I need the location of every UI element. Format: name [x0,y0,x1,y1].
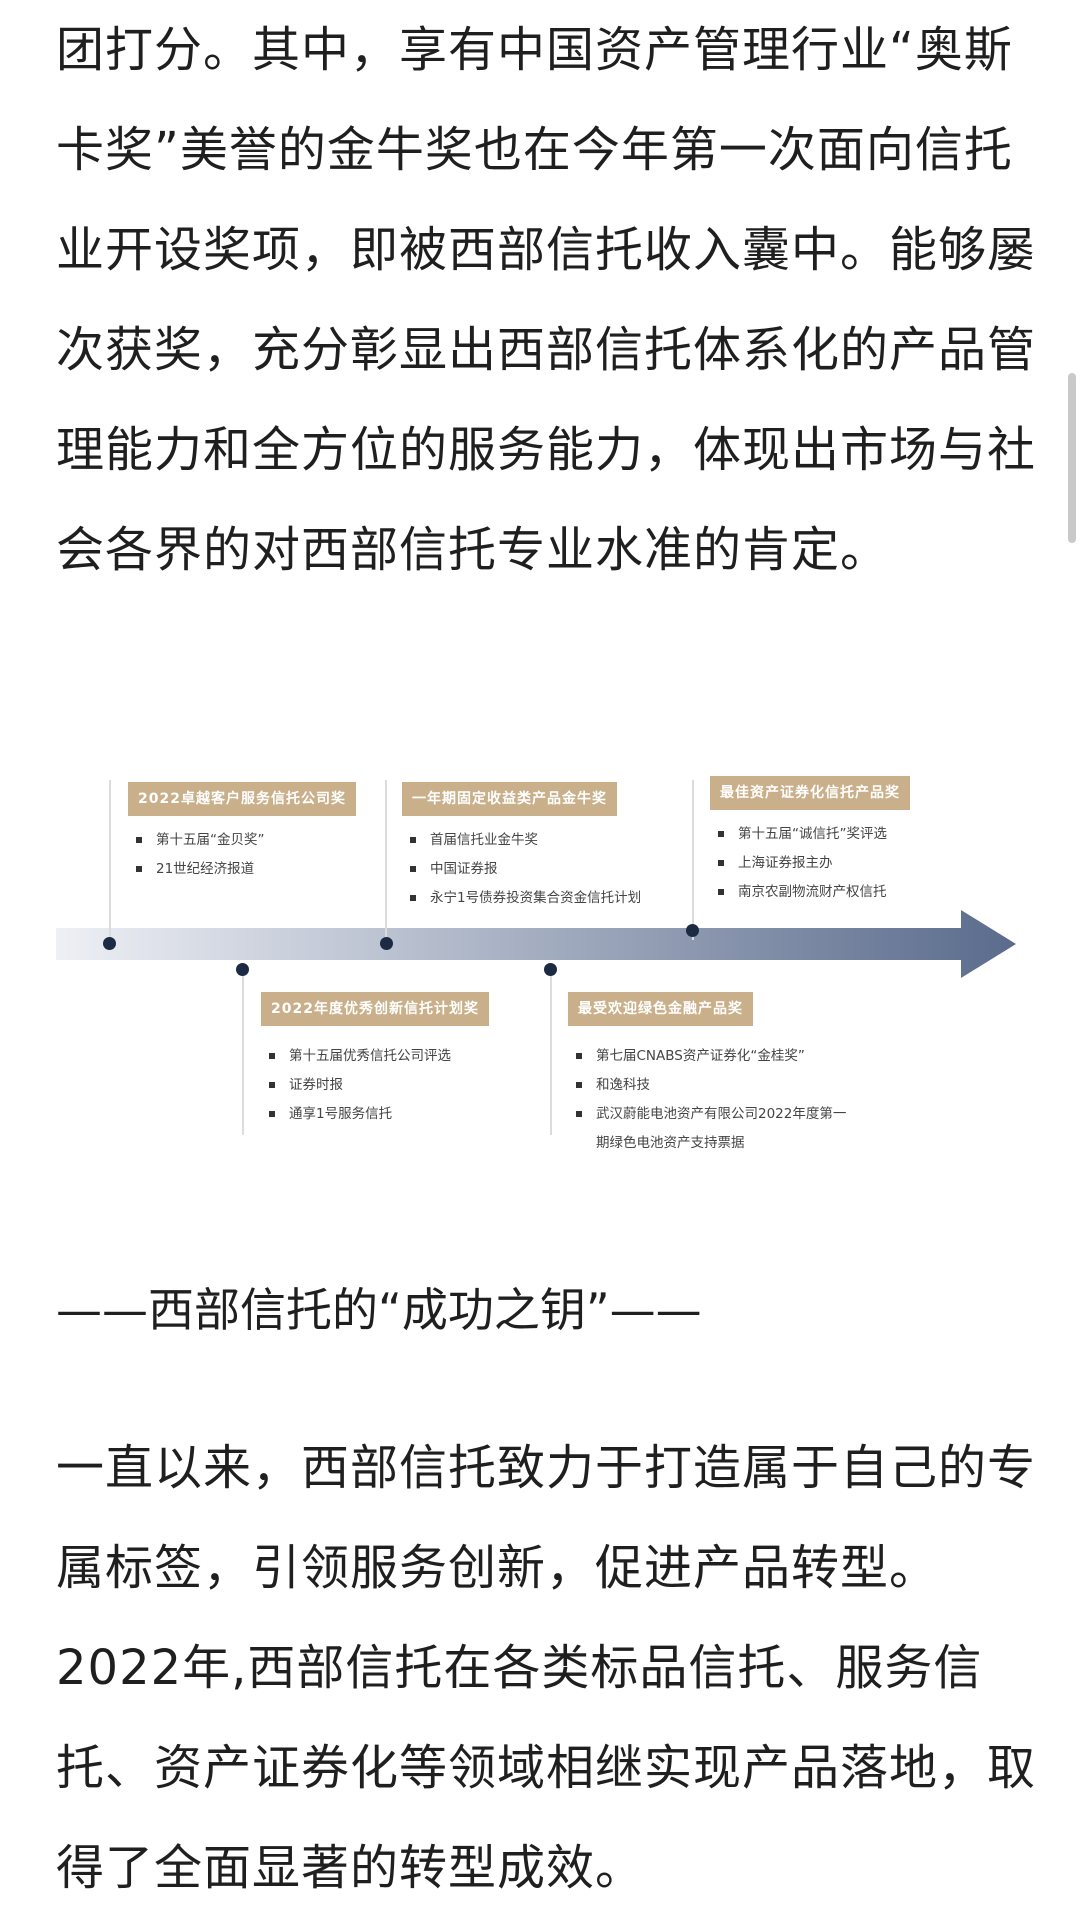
award-item: 和逸科技 [570,1071,850,1100]
award-item: 中国证券报 [404,855,641,884]
award-item: 南京农副物流财产权信托 [712,878,887,907]
award-item: 上海证券报主办 [712,849,887,878]
award-title: 最受欢迎绿色金融产品奖 [568,992,753,1026]
award-items: 首届信托业金牛奖 中国证券报 永宁1号债券投资集合资金信托计划 [404,826,641,913]
timeline-stem [242,970,244,1135]
award-title: 2022卓越客户服务信托公司奖 [128,782,356,816]
awards-timeline-figure: 2022卓越客户服务信托公司奖 第十五届“金贝奖” 21世纪经济报道 一年期固定… [56,760,1016,1180]
timeline-stem [692,780,694,940]
timeline-stem [550,970,552,1135]
award-items: 第十五届优秀信托公司评选 证券时报 通享1号服务信托 [263,1042,451,1129]
section-divider-heading: ——西部信托的“成功之钥”—— [56,1283,702,1337]
vertical-scrollbar[interactable] [1068,373,1076,543]
timeline-stem [385,780,387,945]
award-title: 最佳资产证券化信托产品奖 [710,776,910,810]
timeline-dot [236,963,249,976]
award-item: 武汉蔚能电池资产有限公司2022年度第一期绿色电池资产支持票据 [570,1100,856,1158]
article-paragraph-2: 一直以来，西部信托致力于打造属于自己的专属标签，引领服务创新，促进产品转型。20… [56,1440,1037,1896]
award-item: 永宁1号债券投资集合资金信托计划 [404,884,641,913]
article-paragraph-1: 团打分。其中，享有中国资产管理行业“奥斯卡奖”美誉的金牛奖也在今年第一次面向信托… [56,22,1037,578]
award-item: 证券时报 [263,1071,451,1100]
timeline-dot [103,937,116,950]
award-item: 通享1号服务信托 [263,1100,451,1129]
award-items: 第七届CNABS资产证券化“金桂奖” 和逸科技 武汉蔚能电池资产有限公司2022… [570,1042,850,1158]
timeline-stem [109,780,111,945]
award-items: 第十五届“金贝奖” 21世纪经济报道 [130,826,265,884]
award-item: 第七届CNABS资产证券化“金桂奖” [570,1042,850,1071]
timeline-dot [686,924,699,937]
timeline-dot [380,937,393,950]
award-title: 2022年度优秀创新信托计划奖 [261,992,489,1026]
award-item: 首届信托业金牛奖 [404,826,641,855]
award-items: 第十五届“诚信托”奖评选 上海证券报主办 南京农副物流财产权信托 [712,820,887,907]
timeline-arrow [56,910,1016,978]
award-item: 第十五届优秀信托公司评选 [263,1042,451,1071]
award-item: 第十五届“金贝奖” [130,826,265,855]
timeline-dot [544,963,557,976]
award-title: 一年期固定收益类产品金牛奖 [402,782,617,816]
award-item: 21世纪经济报道 [130,855,265,884]
award-item: 第十五届“诚信托”奖评选 [712,820,887,849]
